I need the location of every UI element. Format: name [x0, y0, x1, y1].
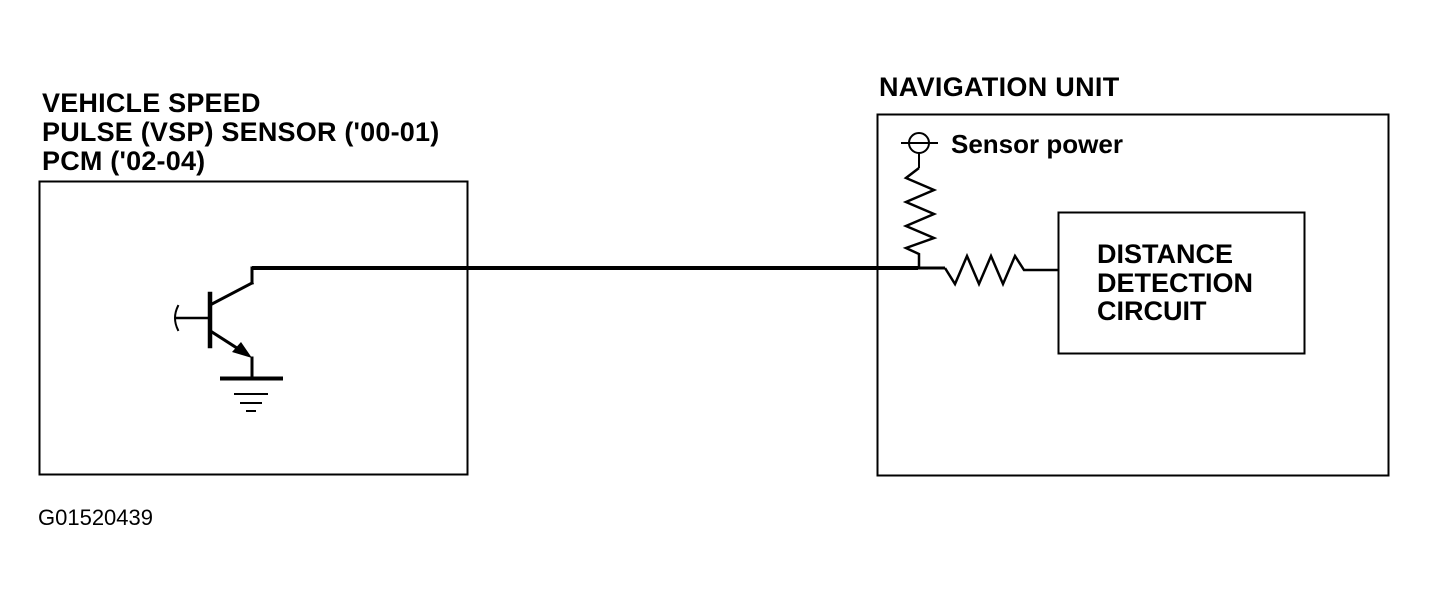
- navigation-unit-title: NAVIGATION UNIT: [879, 72, 1120, 102]
- ground-icon: [220, 376, 283, 412]
- distance-detection-circuit-box: [1057, 211, 1306, 355]
- sensor-unit-title-line-1: VEHICLE SPEED: [42, 88, 261, 118]
- distance-circuit-label-line-2: DETECTION: [1097, 268, 1254, 298]
- transistor-icon: [174, 266, 255, 380]
- power-terminal-icon: [901, 132, 938, 168]
- sensor-power-label: Sensor power: [951, 129, 1123, 159]
- sensor-unit-title-line-3: PCM ('02-04): [42, 146, 206, 176]
- figure-id: G01520439: [38, 505, 153, 530]
- sensor-unit-box: [38, 180, 469, 476]
- distance-circuit-label-line-3: CIRCUIT: [1097, 296, 1207, 326]
- series-resistor-icon: [943, 252, 1059, 288]
- sensor-unit-title-line-2: PULSE (VSP) SENSOR ('00-01): [42, 117, 440, 147]
- pullup-resistor-icon: [902, 167, 938, 268]
- distance-circuit-label-line-1: DISTANCE: [1097, 239, 1234, 269]
- emitter-arrow-icon: [232, 342, 252, 358]
- navigation-unit-box: [876, 113, 1390, 477]
